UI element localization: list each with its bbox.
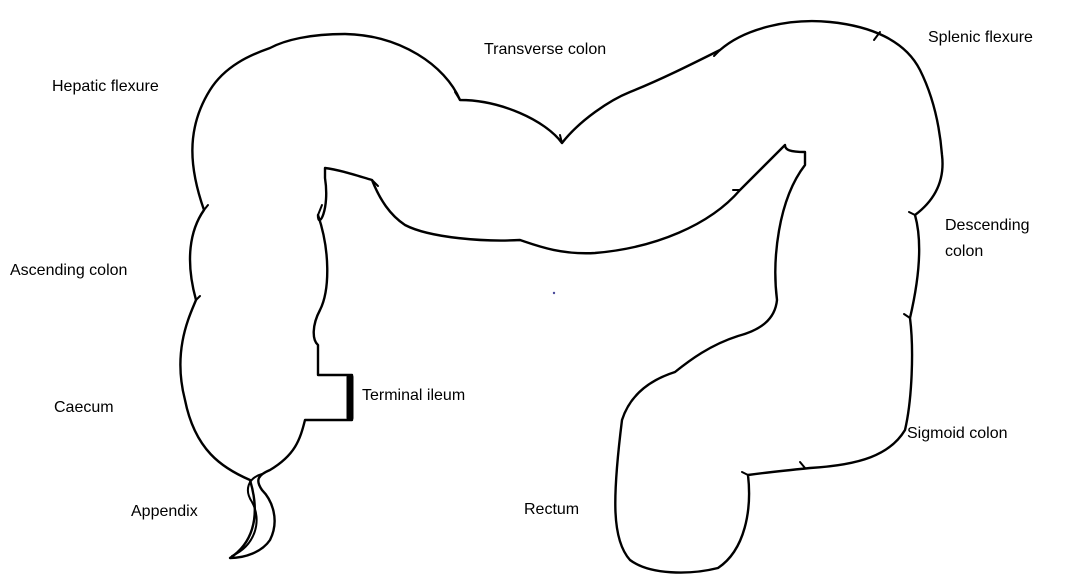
- fold-sigmoid-upper: [904, 314, 910, 318]
- fold-sigmoid-lower: [800, 462, 805, 468]
- terminal-ileum-opening: [347, 375, 353, 420]
- label-sigmoid-colon: Sigmoid colon: [907, 424, 1008, 443]
- label-rectum: Rectum: [524, 500, 579, 519]
- label-descending-colon-line1: Descending: [945, 216, 1030, 235]
- fold-rectum: [742, 472, 748, 475]
- appendix-inner-line: [232, 474, 262, 556]
- label-caecum: Caecum: [54, 398, 114, 417]
- label-hepatic-flexure: Hepatic flexure: [52, 77, 159, 96]
- label-ascending-colon: Ascending colon: [10, 261, 127, 280]
- fold-inner-ascending: [318, 205, 322, 215]
- label-transverse-colon: Transverse colon: [484, 40, 606, 59]
- fold-hepatic: [204, 205, 208, 210]
- label-descending-colon-line2: colon: [945, 242, 983, 261]
- label-splenic-flexure: Splenic flexure: [928, 28, 1033, 47]
- label-appendix: Appendix: [131, 502, 198, 521]
- center-dot: [553, 292, 555, 294]
- label-terminal-ileum: Terminal ileum: [362, 386, 465, 405]
- fold-descending: [909, 212, 915, 215]
- fold-ascending: [196, 296, 200, 300]
- colon-outer-wall: [180, 21, 942, 572]
